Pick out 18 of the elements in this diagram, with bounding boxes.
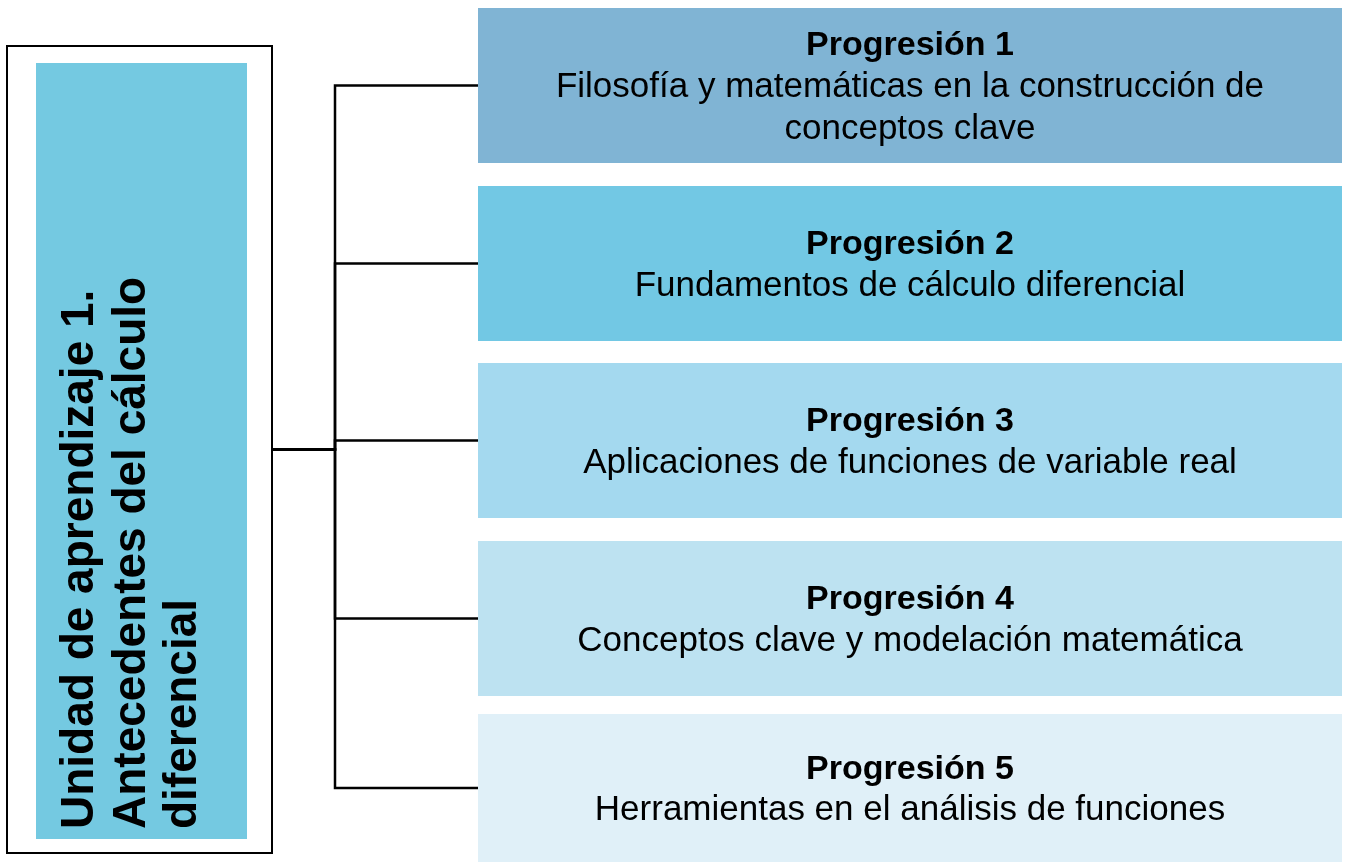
progression-box <box>478 714 1342 862</box>
progression-heading: Progresión 4 <box>806 577 1014 618</box>
progression-description: Conceptos clave y modelación matemática <box>577 617 1243 660</box>
progression-box <box>478 541 1342 696</box>
progression-box <box>478 363 1342 518</box>
unit-title: Unidad de aprendizaje 1. Antecedentes del cálculo diferencial <box>51 275 207 829</box>
outline-box <box>6 45 273 854</box>
progression-heading: Progresión 1 <box>806 23 1014 64</box>
progression-heading: Progresión 3 <box>806 399 1014 440</box>
progression-heading: Progresión 5 <box>806 746 1014 788</box>
progression-description: Herramientas en el análisis de funciones <box>594 787 1226 830</box>
progression-description: Filosofía y matemáticas en la construcción de conceptos clave <box>554 63 1266 148</box>
progression-box <box>478 8 1342 163</box>
progression-description: Aplicaciones de funciones de variable real <box>583 439 1237 482</box>
unit-box <box>36 63 247 839</box>
progression-description: Fundamentos de cálculo diferencial <box>634 262 1186 305</box>
progression-box <box>478 186 1342 341</box>
progression-heading: Progresión 2 <box>806 222 1014 263</box>
